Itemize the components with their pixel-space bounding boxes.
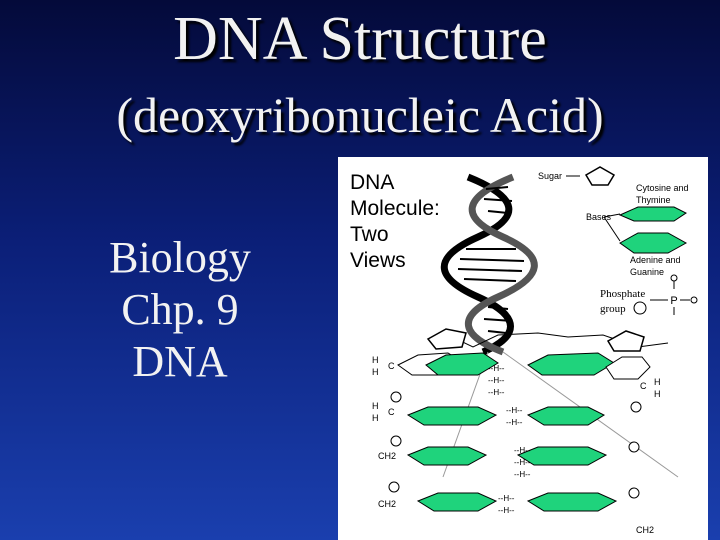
figure-heading-line-3: Two <box>350 223 389 246</box>
legend-purines-line-2: Guanine <box>630 267 664 277</box>
phosphate-circle-icon <box>390 435 402 447</box>
ladder-ch2-label: CH2 <box>636 525 654 535</box>
h-bond-label: --H-- <box>498 506 515 515</box>
legend-phosphate-line-1: Phosphate <box>600 288 645 300</box>
ladder-h-label: H <box>654 377 661 387</box>
h-bond-label: --H-- <box>514 458 531 467</box>
base-pair-row: --H-- --H-- --H-- <box>406 446 608 479</box>
double-helix-icon <box>441 173 679 478</box>
base-pair-row: --H-- --H-- --H-- <box>397 352 651 397</box>
figure-heading-line-2: Molecule: <box>350 197 440 220</box>
h-bond-label: --H-- <box>514 470 531 479</box>
figure-heading-line-4: Views <box>350 249 406 272</box>
ladder-h-label: H <box>372 355 379 365</box>
h-bond-label: --H-- <box>488 364 505 373</box>
h-bond-label: --H-- <box>498 494 515 503</box>
legend-pyrimidines-line-1: Cytosine and <box>636 183 689 193</box>
ladder-c-label: C <box>640 381 647 391</box>
slide-title: DNA Structure <box>173 5 547 73</box>
diagram-legend: Sugar Cytosine and Thymine Bases Adenine… <box>538 166 698 315</box>
ladder-h-label: H <box>372 401 379 411</box>
phosphate-circle-icon <box>630 401 642 413</box>
base-pair-row: --H-- --H-- <box>406 406 606 427</box>
ladder-c-label: C <box>388 407 395 417</box>
phosphate-structure-icon: P <box>650 274 698 315</box>
dna-diagram: DNA Molecule: Two Views Sugar Cytosine a… <box>350 166 698 535</box>
phosphate-circle-icon <box>633 301 647 315</box>
legend-bases-label: Bases <box>586 212 612 222</box>
h-bond-label: --H-- <box>506 418 523 427</box>
ladder-sugar-icon <box>426 328 467 350</box>
ladder-h-label: H <box>372 413 379 423</box>
base-pair-row: --H-- --H-- <box>416 492 618 515</box>
slide-subtitle: (deoxyribonucleic Acid) <box>116 87 604 143</box>
phosphate-circle-icon <box>628 487 640 499</box>
ladder-h-label: H <box>654 389 661 399</box>
h-bond-label: --H-- <box>514 446 531 455</box>
ladder-ch2-label: CH2 <box>378 499 396 509</box>
ladder-view: --H-- --H-- --H-- --H-- --H-- --H-- --H-… <box>372 328 669 535</box>
side-text-line-3: DNA <box>132 337 228 386</box>
ladder-h-label: H <box>372 367 379 377</box>
sugar-pentagon-icon <box>584 166 616 186</box>
h-bond-label: --H-- <box>506 406 523 415</box>
purine-base-icon <box>619 232 688 254</box>
h-bond-label: --H-- <box>488 388 505 397</box>
side-text-line-1: Biology <box>109 233 251 282</box>
legend-pyrimidines-line-2: Thymine <box>636 195 671 205</box>
ladder-sugar-icon <box>606 330 645 352</box>
phosphate-circle-icon <box>390 391 402 403</box>
dna-figure: DNA Molecule: Two Views Sugar Cytosine a… <box>338 157 708 540</box>
ladder-ch2-label: CH2 <box>378 451 396 461</box>
ladder-c-label: C <box>388 361 395 371</box>
legend-sugar-label: Sugar <box>538 171 562 181</box>
legend-purines-line-1: Adenine and <box>630 255 681 265</box>
phosphate-circle-icon <box>388 481 400 493</box>
side-text-line-2: Chp. 9 <box>121 285 239 334</box>
phosphate-circle-icon <box>628 441 640 453</box>
h-bond-label: --H-- <box>488 376 505 385</box>
phosphate-symbol: P <box>670 295 677 307</box>
pyrimidine-base-icon <box>618 206 687 222</box>
legend-phosphate-line-2: group <box>600 303 626 315</box>
figure-heading-line-1: DNA <box>350 171 394 194</box>
